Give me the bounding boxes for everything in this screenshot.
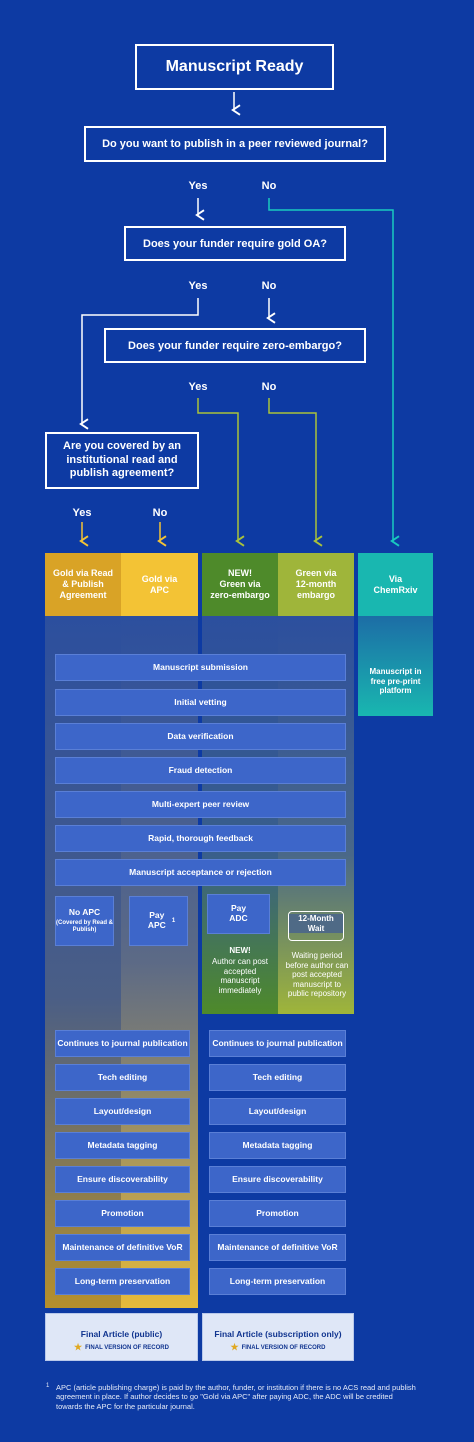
- footnote-marker: 1: [171, 917, 176, 924]
- no-apc-box: No APC (Covered by Read & Publish): [55, 896, 114, 946]
- route-label: Green via zero-embargo: [210, 579, 270, 600]
- journal-step-metadata: Metadata tagging: [209, 1132, 346, 1159]
- star-icon: ★: [74, 1342, 83, 1352]
- footnote-marker: 1: [46, 1383, 50, 1389]
- final-subscription-label: Final Article (subscription only): [214, 1329, 342, 1339]
- final-article-public: Final Article (public) ★ FINAL VERSION O…: [45, 1313, 198, 1361]
- route-chemrxiv: Via ChemRxiv: [358, 553, 433, 616]
- journal-step-preservation: Long-term preservation: [55, 1268, 190, 1295]
- answer-no: No: [152, 507, 168, 519]
- pay-apc-label: Pay APC: [147, 910, 166, 930]
- manuscript-ready-box: Manuscript Ready: [135, 44, 334, 90]
- footnote-text: APC (article publishing charge) is paid …: [56, 1383, 416, 1411]
- final-article-subscription: Final Article (subscription only) ★ FINA…: [202, 1313, 354, 1361]
- pay-apc-box: Pay APC 1: [129, 896, 188, 946]
- journal-step-discoverability: Ensure discoverability: [55, 1166, 190, 1193]
- question-zero-embargo: Does your funder require zero-embargo?: [104, 328, 366, 363]
- star-icon: ★: [230, 1342, 239, 1352]
- chemrxiv-column: [358, 616, 433, 716]
- journal-step-maintenance: Maintenance of definitive VoR: [55, 1234, 190, 1261]
- route-label: Gold via Read & Publish Agreement: [52, 568, 114, 600]
- answer-no: No: [261, 180, 277, 192]
- route-gold-apc: Gold via APC: [121, 553, 198, 616]
- answer-no: No: [261, 381, 277, 393]
- step-fraud-detection: Fraud detection: [55, 757, 346, 784]
- pay-adc-box: Pay ADC: [207, 894, 270, 934]
- journal-step-continues: Continues to journal publication: [55, 1030, 190, 1057]
- journal-step-layout: Layout/design: [55, 1098, 190, 1125]
- step-acceptance: Manuscript acceptance or rejection: [55, 859, 346, 886]
- journal-step-promotion: Promotion: [55, 1200, 190, 1227]
- journal-step-maintenance: Maintenance of definitive VoR: [209, 1234, 346, 1261]
- journal-step-continues: Continues to journal publication: [209, 1030, 346, 1057]
- question-peer-reviewed: Do you want to publish in a peer reviewe…: [84, 126, 386, 162]
- question-text: Does your funder require gold OA?: [143, 237, 327, 250]
- answer-yes: Yes: [188, 381, 208, 393]
- answer-yes: Yes: [72, 507, 92, 519]
- step-initial-vetting: Initial vetting: [55, 689, 346, 716]
- answer-yes: Yes: [188, 280, 208, 292]
- question-text: Do you want to publish in a peer reviewe…: [102, 138, 368, 150]
- route-gold-read-publish: Gold via Read & Publish Agreement: [45, 553, 121, 616]
- journal-step-metadata: Metadata tagging: [55, 1132, 190, 1159]
- final-public-label: Final Article (public): [80, 1329, 163, 1339]
- wait-frame: [288, 911, 344, 941]
- pay-adc-label: Pay ADC: [229, 903, 248, 923]
- no-apc-label: No APC: [68, 906, 101, 917]
- adc-note: Author can post accepted manuscript imme…: [211, 957, 269, 995]
- title: Manuscript Ready: [165, 58, 304, 75]
- journal-step-preservation: Long-term preservation: [209, 1268, 346, 1295]
- route-label: Gold via APC: [141, 573, 178, 595]
- wait-label: 12-Month Wait: [289, 914, 343, 934]
- vor-label: FINAL VERSION OF RECORD: [241, 1344, 326, 1351]
- question-text: Does your funder require zero-embargo?: [128, 339, 342, 352]
- new-badge: NEW!: [228, 568, 252, 579]
- route-label: Green via 12-month embargo: [295, 568, 337, 600]
- question-gold-oa: Does your funder require gold OA?: [124, 226, 346, 261]
- route-label: Via ChemRxiv: [373, 573, 418, 595]
- route-green-12-month: Green via 12-month embargo: [278, 553, 354, 616]
- route-green-zero-embargo: NEW! Green via zero-embargo: [202, 553, 278, 616]
- journal-step-promotion: Promotion: [209, 1200, 346, 1227]
- answer-yes: Yes: [188, 180, 208, 192]
- journal-step-tech-editing: Tech editing: [209, 1064, 346, 1091]
- step-feedback: Rapid, thorough feedback: [55, 825, 346, 852]
- step-peer-review: Multi-expert peer review: [55, 791, 346, 818]
- journal-step-discoverability: Ensure discoverability: [209, 1166, 346, 1193]
- journal-step-layout: Layout/design: [209, 1098, 346, 1125]
- vor-label: FINAL VERSION OF RECORD: [85, 1344, 169, 1351]
- step-manuscript-submission: Manuscript submission: [55, 654, 346, 681]
- adc-new-badge: NEW!: [229, 946, 251, 955]
- no-apc-note: (Covered by Read & Publish): [56, 920, 114, 934]
- chemrxiv-note: Manuscript in free pre-print platform: [369, 667, 422, 696]
- step-data-verification: Data verification: [55, 723, 346, 750]
- journal-step-tech-editing: Tech editing: [55, 1064, 190, 1091]
- answer-no: No: [261, 280, 277, 292]
- wait-note: Waiting period before author can post ac…: [285, 951, 349, 999]
- question-text: Are you covered by an institutional read…: [63, 439, 181, 480]
- question-read-publish: Are you covered by an institutional read…: [45, 432, 199, 489]
